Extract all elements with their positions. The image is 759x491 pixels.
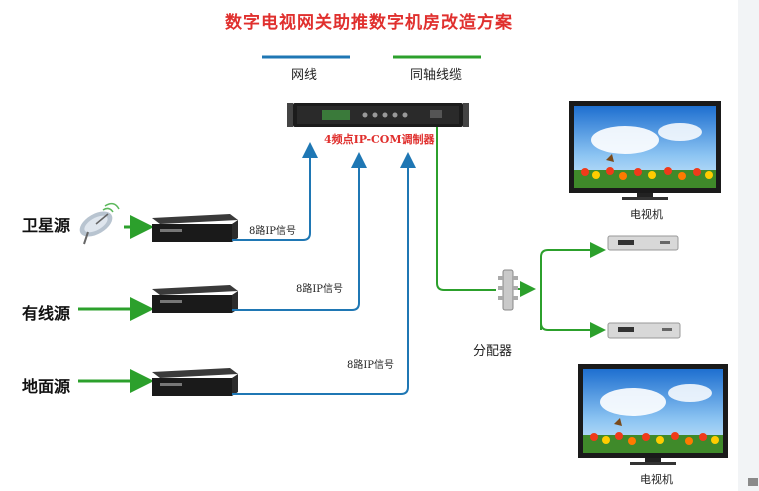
cable-network-link: [232, 152, 367, 311]
tv-1: [569, 101, 721, 200]
signal-label-satellite: 8路IP信号: [249, 226, 297, 237]
satellite-dish-icon: [79, 202, 120, 245]
splitter-device: [498, 269, 518, 311]
source-label-satellite: 卫星源: [22, 216, 71, 235]
modulator-device: [287, 103, 469, 127]
splitter-label: 分配器: [473, 344, 513, 359]
splitter-to-stb1-link: [540, 242, 606, 330]
source-label-cable: 有线源: [22, 304, 71, 323]
satellite-network-link: [232, 142, 318, 241]
signal-label-terrestrial: 8路IP信号: [347, 360, 395, 371]
tv-1-label: 电视机: [630, 208, 663, 221]
tv-2: [578, 364, 728, 465]
terrestrial-network-link: [232, 152, 416, 395]
source-label-terrestrial: 地面源: [22, 377, 71, 396]
legend-network-label: 网线: [291, 68, 318, 83]
diagram-title: 数字电视网关助推数字机房改造方案: [225, 13, 513, 33]
cable-gateway-device: [152, 285, 238, 313]
signal-label-cable: 8路IP信号: [296, 284, 344, 295]
legend-coax-label: 同轴线缆: [410, 68, 463, 83]
terrestrial-gateway-device: [152, 368, 238, 396]
set-top-box-1: [607, 235, 679, 251]
modulator-coax-link: [436, 127, 496, 291]
splitter-to-stb2-link: [540, 280, 606, 338]
scrollbar-thumb[interactable]: [748, 478, 758, 486]
side-panel: [738, 0, 759, 491]
modulator-label: 4频点IP-COM调制器: [324, 133, 435, 146]
set-top-box-2: [607, 322, 681, 339]
satellite-gateway-device: [152, 214, 238, 242]
tv-2-label: 电视机: [640, 473, 673, 486]
